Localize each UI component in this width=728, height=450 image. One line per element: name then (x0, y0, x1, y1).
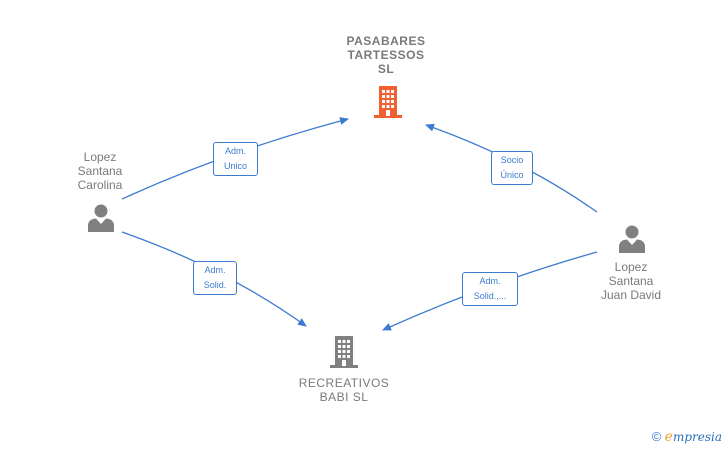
edge-label-adm-unico[interactable]: Adm. Unico (213, 142, 258, 176)
building-icon[interactable] (328, 334, 360, 370)
edge-label-line: Solid. (203, 280, 227, 290)
edge-label-line: Unico (223, 161, 247, 171)
edge-label-line: Adm. (224, 146, 246, 156)
building-icon[interactable] (372, 84, 404, 120)
edge-label-socio-unico[interactable]: Socio Único (491, 151, 533, 185)
person-icon[interactable] (86, 203, 116, 233)
person-label-carolina: Lopez Santana Carolina (77, 150, 123, 192)
company-label-pasabares: PASABARES TARTESSOS SL (346, 34, 426, 76)
person-icon[interactable] (617, 224, 647, 254)
edge-label-adm-solid-etc[interactable]: Adm. Solid.,... (462, 272, 518, 306)
copyright-icon: © (651, 429, 662, 444)
brand-logo-text: mpresia (672, 430, 722, 444)
edge-label-line: Adm. (204, 265, 226, 275)
person-label-juan-david: Lopez Santana Juan David (600, 260, 662, 302)
edge-label-line: Único (500, 170, 524, 180)
edge-label-line: Solid.,... (473, 291, 507, 301)
brand-watermark: © empresia (652, 429, 722, 445)
brand-logo-e: e (664, 429, 673, 445)
edge-label-line: Adm. (479, 276, 501, 286)
company-label-recreativos: RECREATIVOS BABI SL (298, 376, 390, 404)
edge-label-line: Socio (500, 155, 524, 165)
edge-label-adm-solid[interactable]: Adm. Solid. (193, 261, 237, 295)
